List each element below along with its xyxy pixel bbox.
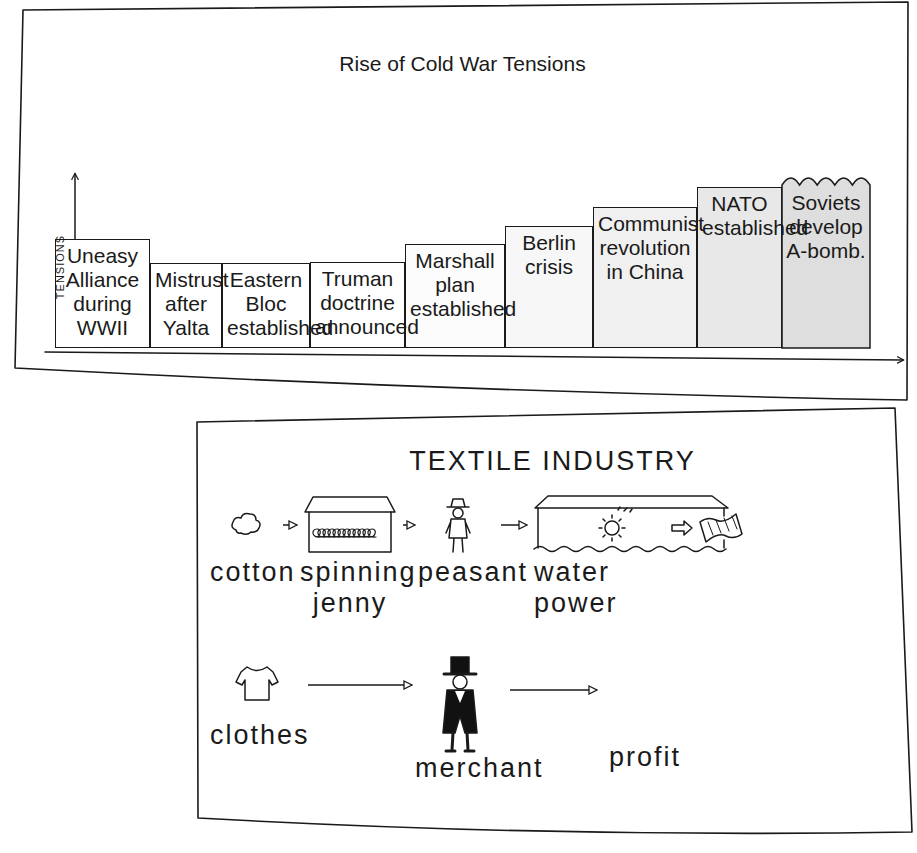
bar-label: Uneasy Alliance during WWII [60, 244, 145, 341]
water-mill-icon [534, 496, 742, 552]
cotton-icon [232, 514, 260, 535]
merchant-icon [443, 657, 477, 751]
bar-label: Communist revolution in China [598, 212, 692, 284]
flow-arrow [501, 524, 527, 526]
spinning-jenny-icon [305, 497, 395, 552]
merchant-head [453, 675, 467, 689]
sketch-card: TEXTILE INDUSTRY cotton spinning jenny peas… [190, 400, 915, 845]
tension-bar: Marshall plan established [405, 244, 505, 348]
mill-roof [535, 496, 728, 508]
tension-bar: Soviets develop A-bomb. [782, 175, 870, 348]
tension-bar: Communist revolution in China [593, 207, 697, 348]
item-label: water power [534, 557, 634, 619]
sketch-card: Rise of Cold War TensionsUneasy Alliance… [15, 0, 910, 410]
cloth-weave [708, 516, 737, 535]
bar-label: Berlin crisis [510, 231, 588, 279]
tension-bar: Berlin crisis [505, 226, 593, 348]
cotton-cloud [232, 514, 260, 535]
mill-wall [538, 508, 724, 548]
peasant-body [446, 519, 470, 552]
bar-label: Eastern Bloc established [227, 268, 305, 340]
flow-item: cotton [210, 495, 280, 588]
tension-bar: Uneasy Alliance during WWII [55, 239, 150, 348]
gear-teeth [599, 515, 625, 541]
bar-label: Mistrust after Yalta [155, 268, 217, 340]
jenny-wall [309, 512, 391, 552]
shirt [236, 667, 278, 700]
jenny-spindles [313, 529, 376, 537]
item-label: peasant [418, 557, 498, 588]
mill-arrow [672, 521, 692, 535]
item-label: profit [600, 742, 690, 773]
item-label: cotton [210, 557, 280, 588]
card-title: Rise of Cold War Tensions [15, 52, 910, 76]
bar-label: Marshall plan established [410, 249, 500, 321]
peasant-hat [447, 499, 469, 507]
clothes-icon [236, 667, 278, 700]
merchant-legs [446, 733, 474, 751]
item-label: spinning jenny [300, 557, 400, 619]
flow-item: merchant [415, 655, 507, 784]
mill-gear [605, 521, 619, 535]
flow-arrow [308, 684, 412, 686]
tension-bar: Truman doctrine announced [310, 262, 405, 348]
bar-label: Soviets develop A-bomb. [786, 191, 866, 263]
flow-item: water power [530, 495, 745, 619]
wavy-bar-edge [782, 178, 870, 348]
tension-bar: Mistrust after Yalta [150, 263, 222, 348]
tension-bar: NATO established [697, 187, 782, 348]
merchant-shirt [455, 691, 465, 703]
flow-item: spinning jenny [300, 495, 400, 619]
flow-arrow [283, 524, 297, 526]
bar-label: NATO established [702, 192, 777, 240]
flow-item: profit [600, 670, 690, 773]
axis-label: TENSIONS [54, 227, 66, 307]
cloth-icon [700, 514, 742, 542]
flow-item: peasant [418, 495, 498, 588]
item-label: merchant [415, 753, 507, 784]
top-hat [451, 657, 469, 674]
card-title: TEXTILE INDUSTRY [190, 446, 915, 477]
mill-water [534, 547, 726, 552]
bar-label: Truman doctrine announced [315, 267, 400, 339]
mill-drops [618, 507, 632, 512]
peasant-head [453, 508, 463, 518]
x-axis [45, 352, 903, 360]
flow-item: clothes [210, 650, 305, 751]
tension-bar: Eastern Bloc established [222, 263, 310, 348]
chart-axes [45, 174, 903, 360]
merchant-coat [443, 690, 477, 733]
peasant-icon [446, 499, 470, 552]
flow-arrow [510, 689, 597, 691]
flow-arrow [403, 524, 415, 526]
jenny-roof [305, 497, 395, 512]
item-label: clothes [210, 720, 305, 751]
